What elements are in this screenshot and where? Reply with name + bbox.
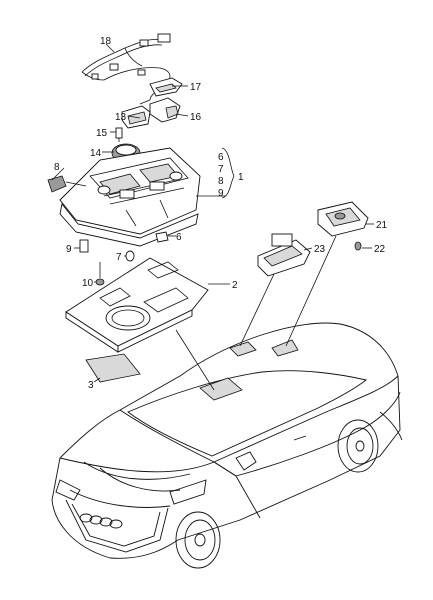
part-9-clip	[79, 239, 89, 253]
callout-6: 6	[176, 232, 182, 243]
callout-8-left: 8	[54, 162, 60, 173]
part-3-cover-plate	[85, 353, 141, 383]
callout-labels: 18 17 16 13 15 14 6 7 8 9 1 8 6 9 7 10 2…	[54, 36, 388, 391]
part-22-clip	[354, 241, 362, 251]
callout-2: 2	[232, 280, 238, 291]
callout-21: 21	[376, 220, 388, 231]
part-7-clip	[125, 250, 135, 262]
callout-6-group: 6	[218, 152, 224, 163]
leader-lines	[51, 43, 374, 391]
callout-8-group: 8	[218, 176, 224, 187]
part-6-clip	[155, 231, 169, 243]
callout-9-group: 9	[218, 188, 224, 199]
callout-7: 7	[116, 252, 122, 263]
part-16-bracket	[139, 97, 181, 123]
part-10-screw	[95, 262, 105, 286]
car-outline	[51, 322, 403, 569]
part-2-trim-panel	[65, 257, 209, 353]
callout-1: 1	[238, 172, 244, 183]
callout-10: 10	[82, 278, 94, 289]
part-23-reading-light	[257, 233, 311, 277]
part-17-module	[149, 77, 183, 97]
callout-7-group: 7	[218, 164, 224, 175]
callout-22: 22	[374, 244, 386, 255]
callout-9: 9	[66, 244, 72, 255]
callout-14: 14	[90, 148, 102, 159]
part-15-screw	[115, 127, 123, 142]
callout-23: 23	[314, 244, 326, 255]
callout-18: 18	[100, 36, 112, 47]
callout-16: 16	[190, 112, 202, 123]
part-21-reading-light	[317, 201, 369, 237]
callout-13: 13	[115, 112, 127, 123]
roof-openings	[199, 339, 299, 401]
callout-3: 3	[88, 380, 94, 391]
callout-17: 17	[190, 82, 202, 93]
callout-15: 15	[96, 128, 108, 139]
